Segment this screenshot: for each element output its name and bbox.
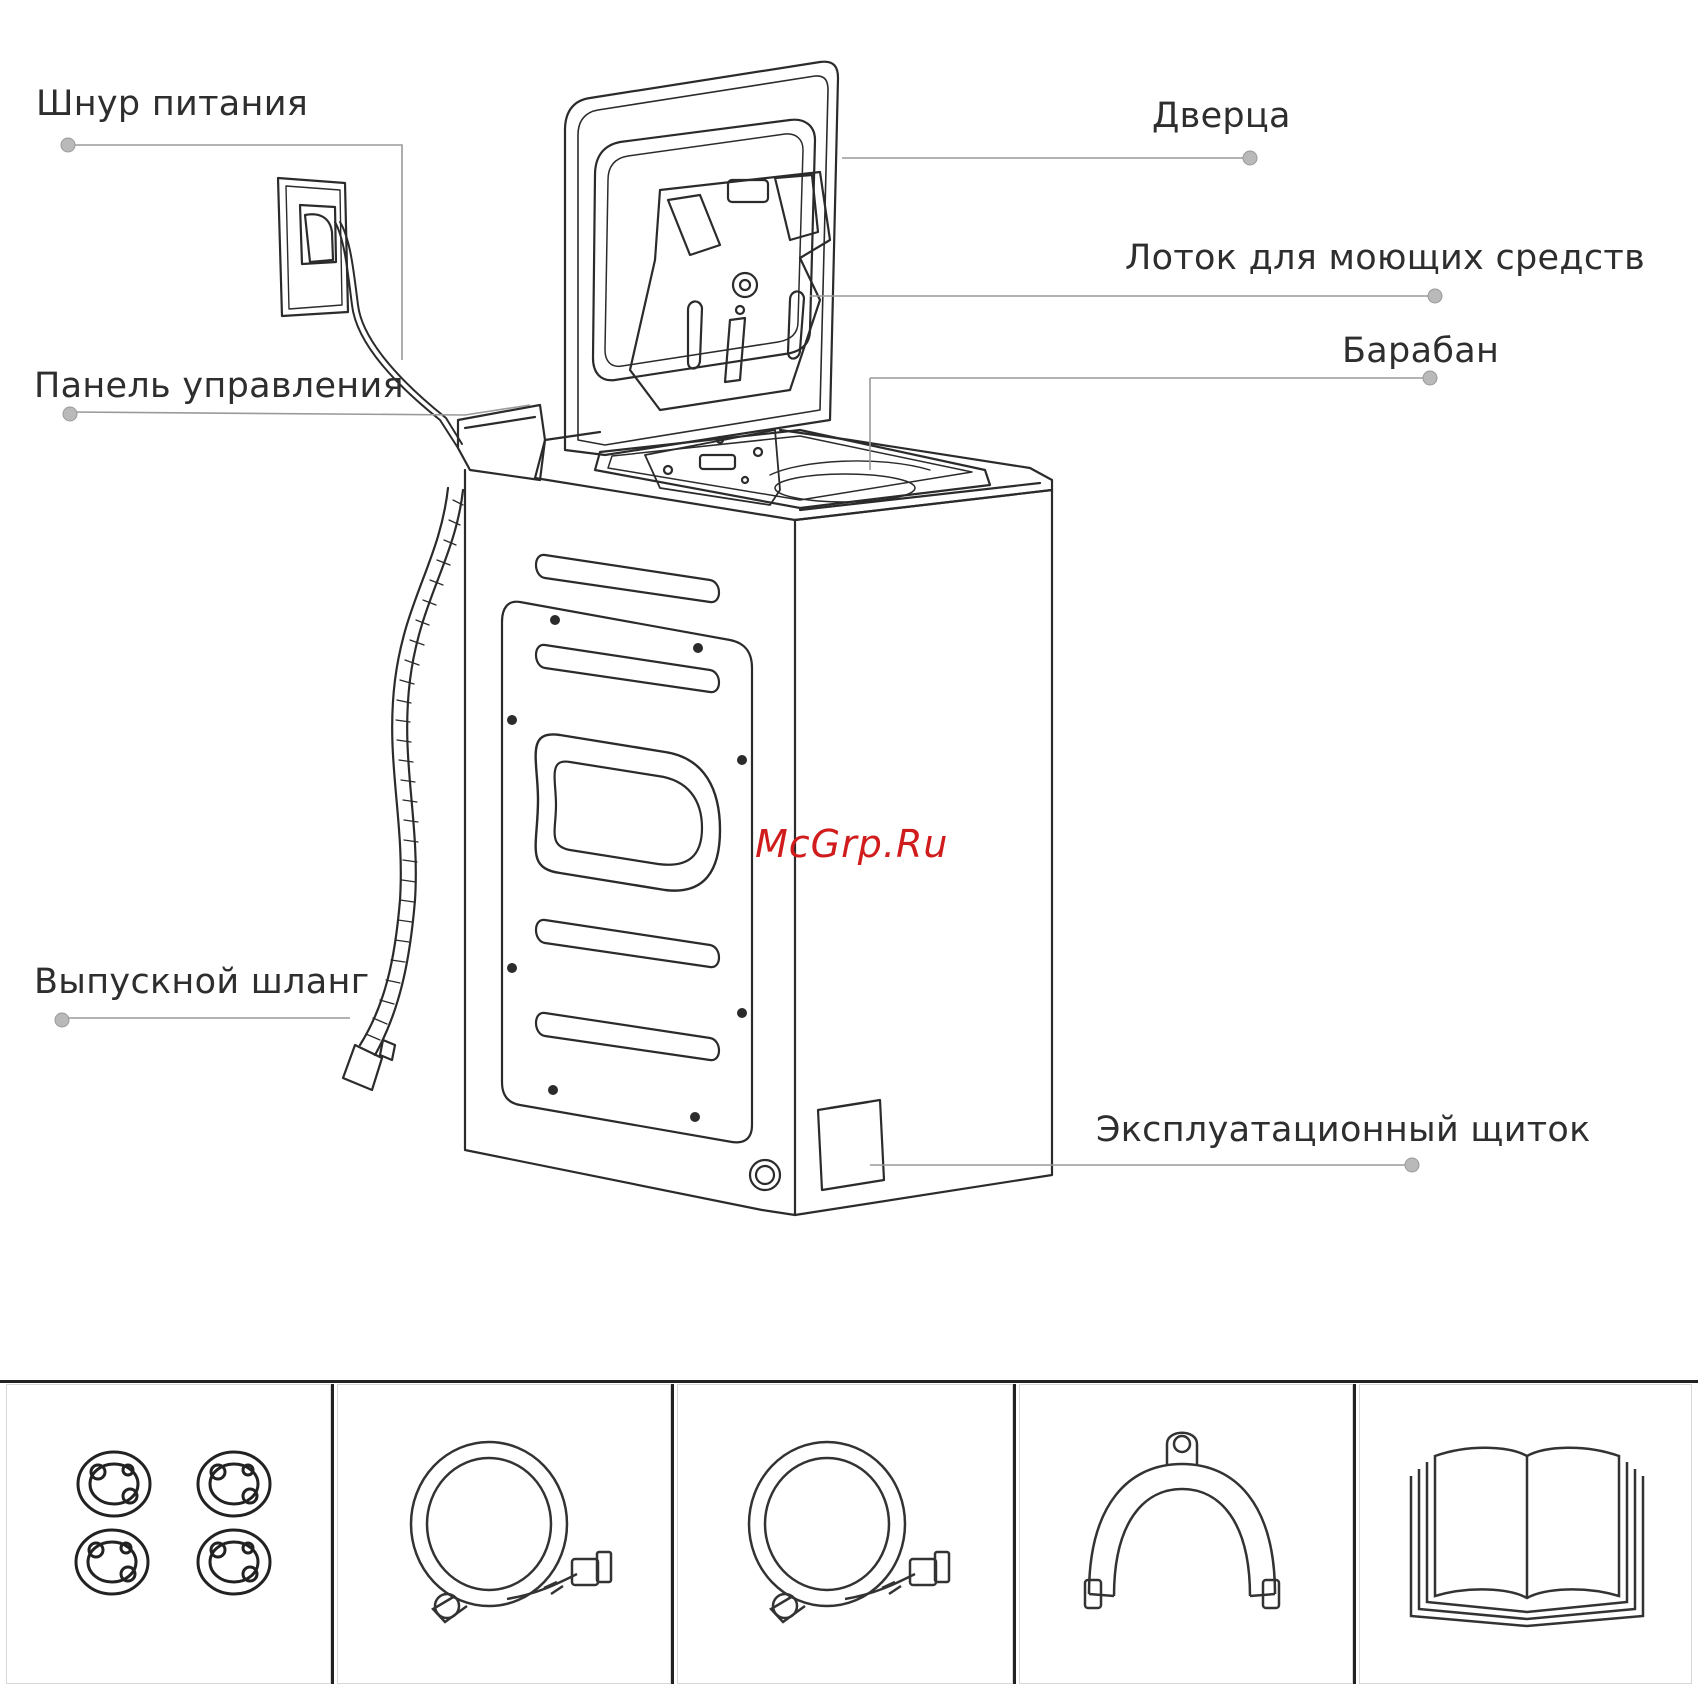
label-detergent-tray: Лоток для моющих средств — [1125, 238, 1645, 278]
label-drain-hose: Выпускной шланг — [34, 962, 369, 1002]
inlet-hose-icon — [337, 1384, 671, 1684]
label-door: Дверца — [1152, 96, 1291, 136]
foot-pads-icon — [6, 1384, 331, 1684]
label-control-panel: Панель управления — [34, 366, 404, 406]
rear-plate — [502, 602, 752, 1143]
hose-holder-icon — [1019, 1384, 1353, 1684]
accessory-cell — [1359, 1384, 1692, 1684]
label-service-panel: Эксплуатационный щиток — [1096, 1110, 1591, 1150]
watermark: McGrp.Ru — [755, 822, 948, 866]
accessory-cell — [337, 1384, 674, 1684]
detergent-tray — [630, 172, 830, 410]
accessory-cell — [677, 1384, 1016, 1684]
manual-book-icon — [1359, 1384, 1692, 1684]
inlet-hose-icon — [677, 1384, 1013, 1684]
washing-machine-diagram — [0, 0, 1698, 1380]
accessory-cell — [1019, 1384, 1356, 1684]
accessory-cell — [6, 1384, 334, 1684]
wall-socket-icon — [278, 178, 348, 316]
service-panel — [818, 1100, 884, 1190]
door — [565, 62, 838, 455]
label-drum: Барабан — [1342, 331, 1499, 371]
label-power-cord: Шнур питания — [36, 84, 308, 124]
